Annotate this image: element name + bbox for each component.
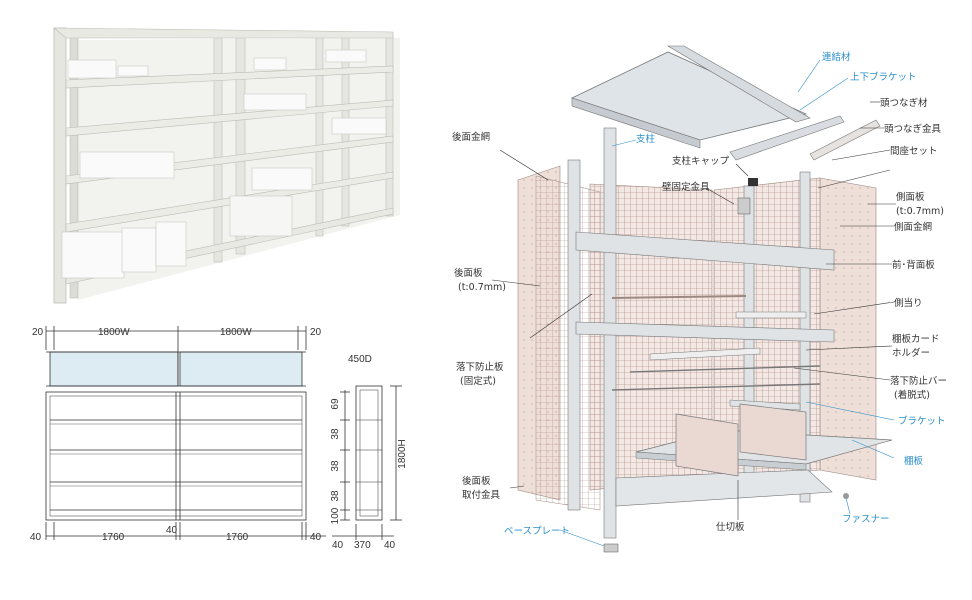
shelf-photo	[53, 27, 400, 304]
label-side-mesh: 側面金網	[894, 221, 932, 233]
dim-top-left: 20	[32, 327, 44, 338]
label-card-holder-2: ホルダー	[892, 347, 930, 359]
dim-pitch-1: 69	[330, 398, 341, 410]
dim-top-width-a: 1800W	[98, 327, 130, 338]
label-side-panel-thickness: (t:0.7mm)	[896, 206, 944, 217]
dim-pitch-2: 38	[330, 428, 341, 440]
dim-bottom-span-b: 1760	[226, 532, 249, 543]
label-card-holder: 棚板カード	[892, 333, 940, 345]
label-back-panel-fitting: 後面板	[462, 475, 491, 487]
label-head-tie-fitting: 頭つなぎ金具	[884, 123, 942, 135]
dim-bottom-mid: 40	[166, 525, 178, 536]
label-post: 支柱	[636, 133, 656, 145]
dim-top-right: 20	[310, 327, 322, 338]
dim-side-mid: 370	[354, 540, 371, 551]
leader-lines	[491, 59, 896, 547]
label-shelf: 棚板	[904, 455, 924, 467]
exploded-view	[517, 45, 893, 553]
dim-bottom-right: 40	[310, 532, 322, 543]
label-post-cap: 支柱キャップ	[672, 155, 730, 167]
dim-pitch-4: 38	[330, 490, 341, 502]
label-head-tie: 頭つなぎ材	[880, 97, 928, 109]
dim-pitch-3: 38	[330, 460, 341, 472]
label-back-panel: 後面板	[454, 267, 483, 279]
dim-side-left: 40	[332, 540, 344, 551]
dim-top-width-b: 1800W	[220, 327, 252, 338]
label-bracket-top: 上下ブラケット	[850, 71, 917, 83]
label-front-back-panel: 前･背面板	[892, 259, 935, 271]
label-side-stop: 側当り	[894, 297, 923, 309]
label-fall-bar-note: (着脱式)	[894, 389, 930, 401]
label-fall-bar: 落下防止バー	[890, 375, 947, 387]
label-base-plate: ベースプレート	[504, 526, 570, 537]
label-spacer-set: 間座セット	[890, 145, 938, 157]
label-wall-fix: 壁固定金具	[662, 181, 710, 193]
label-back-panel-thickness: (t:0.7mm)	[458, 282, 506, 293]
dim-height: 1800H	[397, 439, 408, 468]
label-side-panel: 側面板	[896, 191, 925, 203]
dim-bottom-left: 40	[30, 532, 42, 543]
label-back-panel-fitting-2: 取付金具	[462, 489, 501, 501]
label-fastener: ファスナー	[842, 514, 890, 525]
dim-bottom-span-a: 1760	[102, 532, 125, 543]
label-fall-guard-fixed-note: (固定式)	[460, 375, 496, 387]
label-connector: 連結材	[822, 51, 851, 63]
elevation-drawing	[45, 326, 402, 540]
dim-side-right: 40	[384, 540, 396, 551]
label-divider: 仕切板	[716, 521, 745, 533]
label-bracket: ブラケット	[898, 415, 946, 427]
label-back-mesh: 後面金網	[452, 131, 490, 143]
dim-depth: 450D	[348, 354, 372, 365]
dim-pitch-5: 100	[330, 507, 341, 524]
label-fall-guard-fixed: 落下防止板	[456, 361, 504, 373]
